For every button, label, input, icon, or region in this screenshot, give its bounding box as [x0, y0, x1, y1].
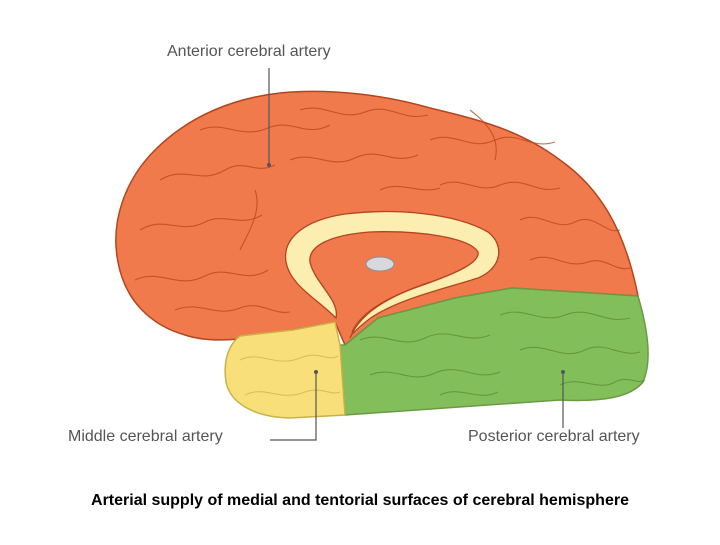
anterior-cerebral-artery-label: Anterior cerebral artery: [167, 43, 331, 60]
leader-posterior: [561, 370, 565, 428]
leader-anterior: [267, 68, 271, 167]
fornix: [351, 281, 431, 333]
middle-cerebral-region: [224, 321, 346, 419]
gyri-anterior: [134, 107, 631, 313]
gyri-middle: [239, 354, 341, 396]
leader-middle: [270, 370, 318, 441]
thalamus-oval: [365, 256, 395, 272]
posterior-cerebral-region: [339, 287, 649, 416]
figure-caption: Arterial supply of medial and tentorial …: [91, 492, 629, 509]
posterior-cerebral-artery-label: Posterior cerebral artery: [468, 428, 640, 445]
gyri-posterior: [359, 311, 646, 396]
middle-cerebral-artery-label: Middle cerebral artery: [68, 428, 223, 445]
corpus-callosum: [284, 210, 500, 339]
